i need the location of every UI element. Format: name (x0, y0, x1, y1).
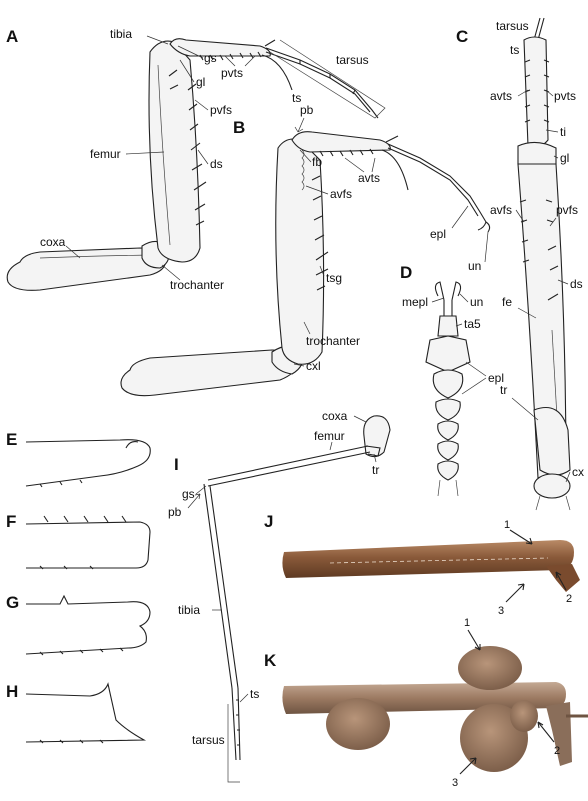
label-k-3: 3 (452, 777, 458, 789)
label-a-ds: ds (210, 157, 223, 171)
label-j-3: 3 (498, 605, 504, 617)
outline-f (25, 521, 151, 569)
label-a-pvts: pvts (221, 66, 243, 80)
tibia-shape (169, 38, 271, 57)
label-j-2: 2 (566, 593, 572, 605)
label-k-1: 1 (464, 617, 470, 629)
panel-label-c: C (456, 27, 468, 46)
label-i-tibia: tibia (178, 603, 200, 617)
panel-label-e: E (6, 430, 17, 449)
label-i-tarsus: tarsus (192, 733, 225, 747)
panel-label-k: K (264, 651, 277, 670)
label-c-ts: ts (510, 43, 519, 57)
photo-k-lobe-2 (326, 698, 390, 750)
photo-j-femur (282, 540, 574, 578)
label-a-ts: ts (292, 91, 301, 105)
panel-c: C tarsus ts avts pvts ti gl avfs pvfs ds (456, 17, 584, 511)
label-b-fb: fb (312, 155, 322, 169)
panel-h: H (6, 682, 147, 744)
label-a-pvfs: pvfs (210, 103, 232, 117)
label-c-cx: cx (572, 465, 584, 479)
panel-k: K 1 2 3 (264, 617, 588, 789)
panel-e: E (6, 430, 151, 488)
label-i-coxa: coxa (322, 409, 348, 423)
panel-label-i: I (174, 455, 179, 474)
femur-b-shape (275, 138, 325, 365)
label-a-trochanter: trochanter (170, 278, 224, 292)
label-a-gl: gl (196, 75, 205, 89)
panel-f: F (6, 512, 151, 570)
label-i-gs: gs (182, 487, 195, 501)
panel-label-f: F (6, 512, 16, 531)
label-k-2: 2 (554, 745, 560, 757)
tarsus-shape (265, 47, 379, 119)
coxa-c-shape (533, 473, 571, 499)
label-b-pb: pb (300, 103, 314, 117)
femur-spines (168, 69, 207, 226)
label-c-pvfs: pvfs (556, 203, 578, 217)
label-c-gl: gl (560, 151, 569, 165)
femur-shape (148, 40, 201, 263)
panel-j: J 1 2 3 (264, 512, 580, 617)
label-a-coxa: coxa (40, 235, 66, 249)
panel-a: A tibia gs gl pvts tarsus ts pvfs (6, 27, 386, 292)
label-c-avfs: avfs (490, 203, 512, 217)
label-i-ts: ts (250, 687, 259, 701)
label-c-ti: ti (560, 125, 566, 139)
label-b-trochanter: trochanter (306, 334, 360, 348)
panel-label-d: D (400, 263, 412, 282)
label-c-tr: tr (500, 383, 507, 397)
panel-i: I coxa femur tr gs pb tibia ts tarsus (168, 409, 391, 783)
label-c-tarsus: tarsus (496, 19, 529, 33)
label-b-un: un (468, 259, 481, 273)
label-a-gs: gs (204, 51, 217, 65)
label-a-tibia: tibia (110, 27, 132, 41)
label-b-tsg: tsg (326, 271, 342, 285)
label-c-avts: avts (490, 89, 512, 103)
coxa-shape (6, 247, 166, 291)
label-a-tarsus: tarsus (336, 53, 369, 67)
panel-label-g: G (6, 593, 19, 612)
panel-label-b: B (233, 118, 245, 137)
label-i-tr: tr (372, 463, 379, 477)
panel-g: G (6, 593, 151, 656)
label-c-fe: fe (502, 295, 512, 309)
label-c-pvts: pvts (554, 89, 576, 103)
label-j-1: 1 (504, 519, 510, 531)
label-a-femur: femur (90, 147, 121, 161)
photo-k-lobe-1 (458, 646, 522, 690)
panel-label-a: A (6, 27, 18, 46)
label-b-epl: epl (430, 227, 446, 241)
panel-d: D mepl un ta5 epl (400, 263, 504, 497)
label-d-epl: epl (488, 371, 504, 385)
panel-label-h: H (6, 682, 18, 701)
panel-b: B pb fb avts avfs epl un tsg trochanter (120, 103, 491, 397)
label-b-avfs: avfs (330, 187, 352, 201)
label-i-femur: femur (314, 429, 345, 443)
label-d-mepl: mepl (402, 295, 428, 309)
label-c-ds: ds (570, 277, 583, 291)
coxa-i-shape (363, 415, 391, 458)
outline-h (25, 682, 147, 743)
label-b-avts: avts (358, 171, 380, 185)
label-d-un: un (470, 295, 483, 309)
coxa-b-shape (120, 349, 298, 397)
outline-e (25, 439, 151, 487)
label-i-pb: pb (168, 505, 182, 519)
panel-label-j: J (264, 512, 273, 531)
outline-g (25, 594, 151, 655)
label-b-cxl: cxl (306, 359, 321, 373)
label-d-ta5: ta5 (464, 317, 481, 331)
